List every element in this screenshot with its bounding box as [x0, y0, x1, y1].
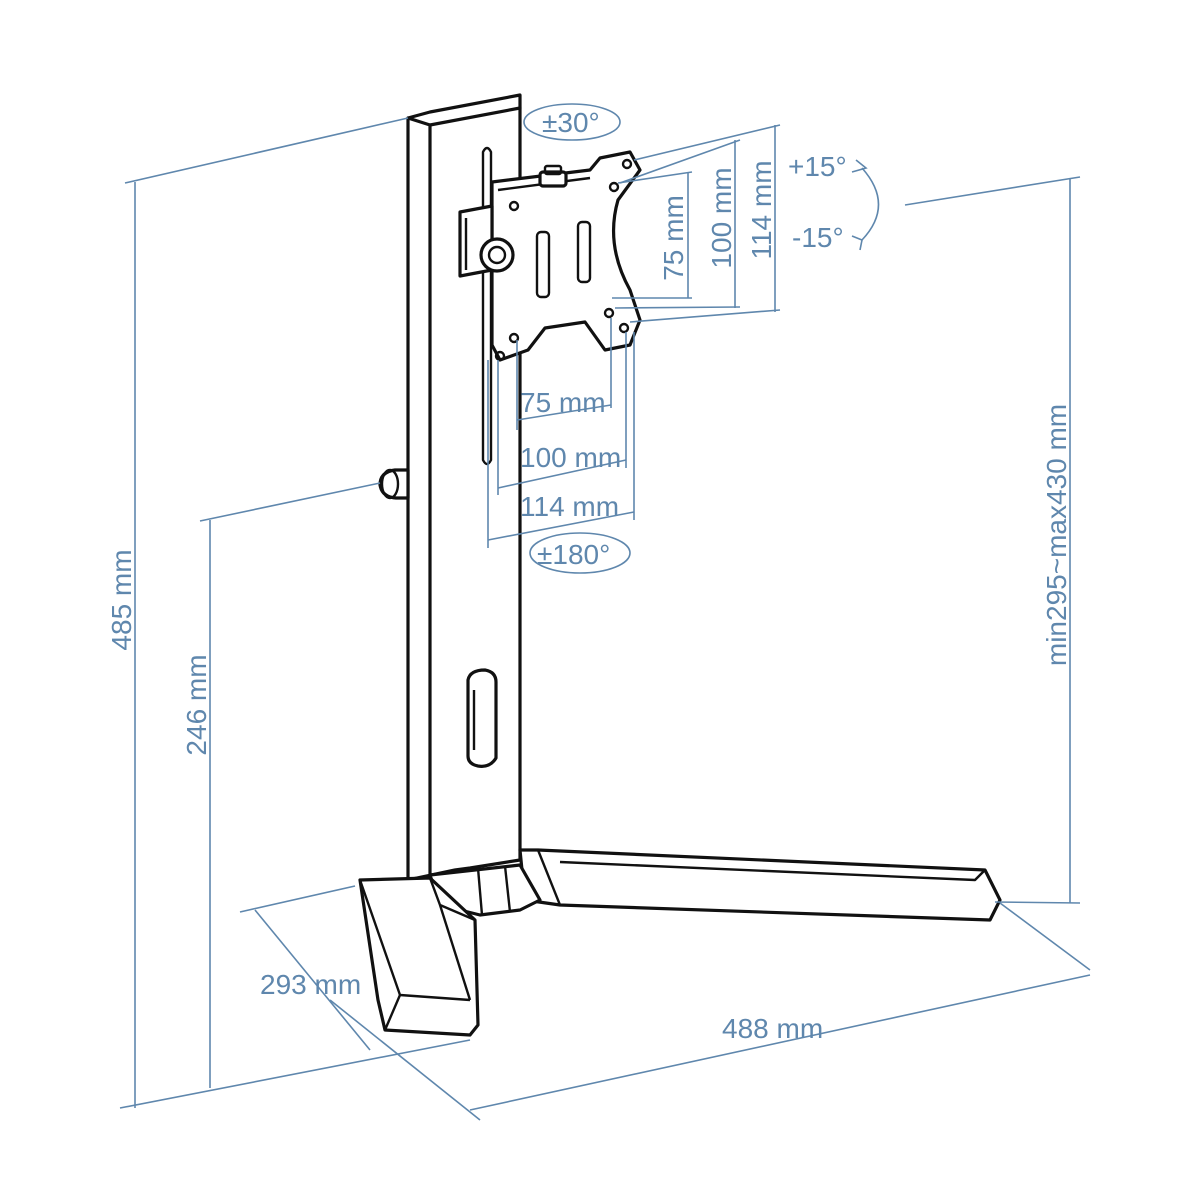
- base-depth-label: 293 mm: [260, 969, 361, 1000]
- swivel-angle-label: ±30°: [542, 107, 600, 138]
- base: [358, 848, 1002, 1037]
- vesa-v114-label: 114 mm: [746, 160, 777, 259]
- vesa-v100-label: 100 mm: [706, 167, 737, 268]
- vesa-h100-label: 100 mm: [520, 442, 621, 473]
- tilt-down-label: -15°: [792, 222, 844, 253]
- vesa-v75-label: 75 mm: [658, 195, 689, 281]
- base-width-label: 488 mm: [722, 1013, 823, 1044]
- vesa-plate: [458, 150, 642, 362]
- dimension-labels: 485 mm 246 mm min295~max430 mm 293 mm 48…: [106, 107, 1072, 1044]
- pole-height-label: 246 mm: [181, 654, 212, 755]
- rotation-angle-label: ±180°: [537, 539, 610, 570]
- vesa-h75-label: 75 mm: [520, 387, 606, 418]
- vesa-h114-label: 114 mm: [520, 491, 619, 522]
- tilt-up-label: +15°: [788, 151, 847, 182]
- height-knob: [378, 468, 410, 500]
- stand-drawing: [358, 93, 1002, 1037]
- dimension-lines: [119, 103, 1091, 1121]
- total-height-label: 485 mm: [106, 549, 137, 650]
- adjust-range-label: min295~max430 mm: [1041, 404, 1072, 666]
